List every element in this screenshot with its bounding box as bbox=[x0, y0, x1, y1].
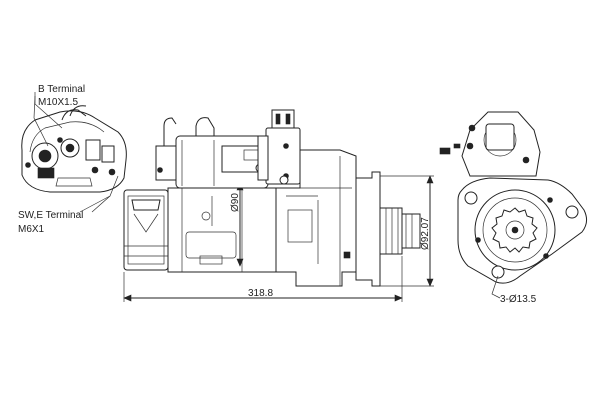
body-dia-label: Ø90 bbox=[230, 193, 241, 212]
mount-hole bbox=[565, 205, 579, 219]
b-terminal-thread: M10X1.5 bbox=[38, 97, 78, 108]
holes-label: 3-Ø13.5 bbox=[500, 294, 537, 305]
rear-end-view bbox=[21, 92, 127, 213]
side-view bbox=[123, 109, 434, 302]
sw-terminal-leader bbox=[91, 175, 119, 213]
length-label: 318.8 bbox=[248, 288, 273, 299]
b-terminal-label: B Terminal bbox=[38, 84, 85, 95]
sw-terminal-thread: M6X1 bbox=[18, 224, 45, 235]
sw-terminal-label: SW,E Terminal bbox=[18, 210, 83, 221]
mount-hole bbox=[491, 265, 505, 279]
pilot-dia-label: Ø92.07 bbox=[420, 217, 431, 250]
front-end-view bbox=[439, 111, 588, 299]
mount-hole bbox=[464, 191, 478, 205]
